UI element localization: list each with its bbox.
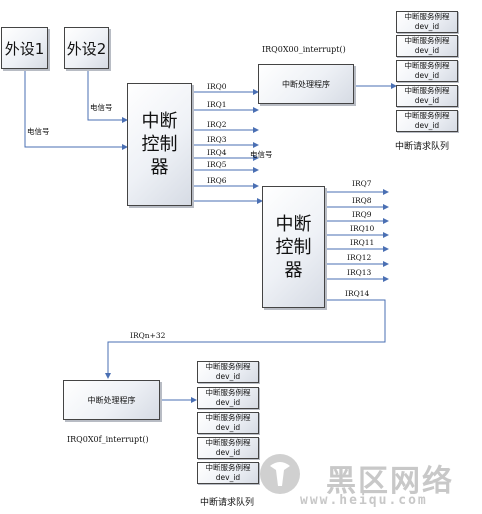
peripheral-2-label: 外设2 bbox=[66, 39, 107, 58]
watermark-en: www.heiqu.com bbox=[300, 493, 428, 508]
irq-label: IRQ3 bbox=[207, 135, 227, 144]
signal-label-1: 电信号 bbox=[27, 127, 50, 136]
irq-label: IRQ1 bbox=[207, 100, 227, 109]
handler-bottom-name: IRQ0X0f_interrupt() bbox=[67, 435, 149, 444]
slave-controller-label: 中断控制器 bbox=[275, 213, 312, 281]
wire-peripheral2 bbox=[87, 70, 128, 123]
irq-label: IRQ6 bbox=[207, 176, 227, 185]
peripheral-1-label: 外设1 bbox=[4, 39, 45, 58]
irq-label: IRQ5 bbox=[207, 160, 227, 169]
watermark-logo-icon bbox=[260, 454, 300, 494]
watermark-cn: 黑区网络 bbox=[326, 464, 454, 499]
irq-n-label: IRQn+32 bbox=[130, 331, 166, 340]
irq-label: IRQ8 bbox=[352, 196, 372, 205]
irq-label: IRQ13 bbox=[347, 268, 372, 277]
handler-top-label: 中断处理程序 bbox=[282, 79, 330, 89]
handler-top-box: 中断处理程序 bbox=[258, 64, 354, 104]
handler-bottom-label: 中断处理程序 bbox=[87, 395, 136, 405]
irq-label: IRQ10 bbox=[350, 224, 375, 233]
slave-controller-box: 中断控制器 bbox=[262, 186, 325, 308]
peripheral-1-box: 外设1 bbox=[1, 27, 48, 69]
irq-label: IRQ7 bbox=[352, 179, 372, 188]
handler-top-name: IRQ0X00_interrupt() bbox=[262, 45, 346, 54]
queue-bottom-label: 中断请求队列 bbox=[200, 498, 255, 508]
irq-label: IRQ11 bbox=[350, 238, 375, 247]
wire-irq14 bbox=[105, 299, 386, 379]
master-controller-box: 中断控制器 bbox=[127, 83, 192, 206]
peripheral-2-box: 外设2 bbox=[64, 27, 109, 69]
irq-label: IRQ12 bbox=[347, 253, 372, 262]
irq-label: IRQ14 bbox=[345, 289, 370, 298]
irq-label: IRQ2 bbox=[207, 120, 227, 129]
signal-label-2: 电信号 bbox=[90, 103, 113, 112]
handler-bottom-box: 中断处理程序 bbox=[63, 380, 160, 420]
signal-label-3: 电信号 bbox=[250, 150, 273, 159]
irq-label: IRQ9 bbox=[352, 210, 372, 219]
irq-label: IRQ4 bbox=[207, 148, 227, 157]
irq-label: IRQ0 bbox=[207, 82, 227, 91]
queue-top-label: 中断请求队列 bbox=[395, 142, 450, 152]
wire-peripheral1 bbox=[24, 70, 128, 150]
master-controller-label: 中断控制器 bbox=[141, 111, 178, 178]
